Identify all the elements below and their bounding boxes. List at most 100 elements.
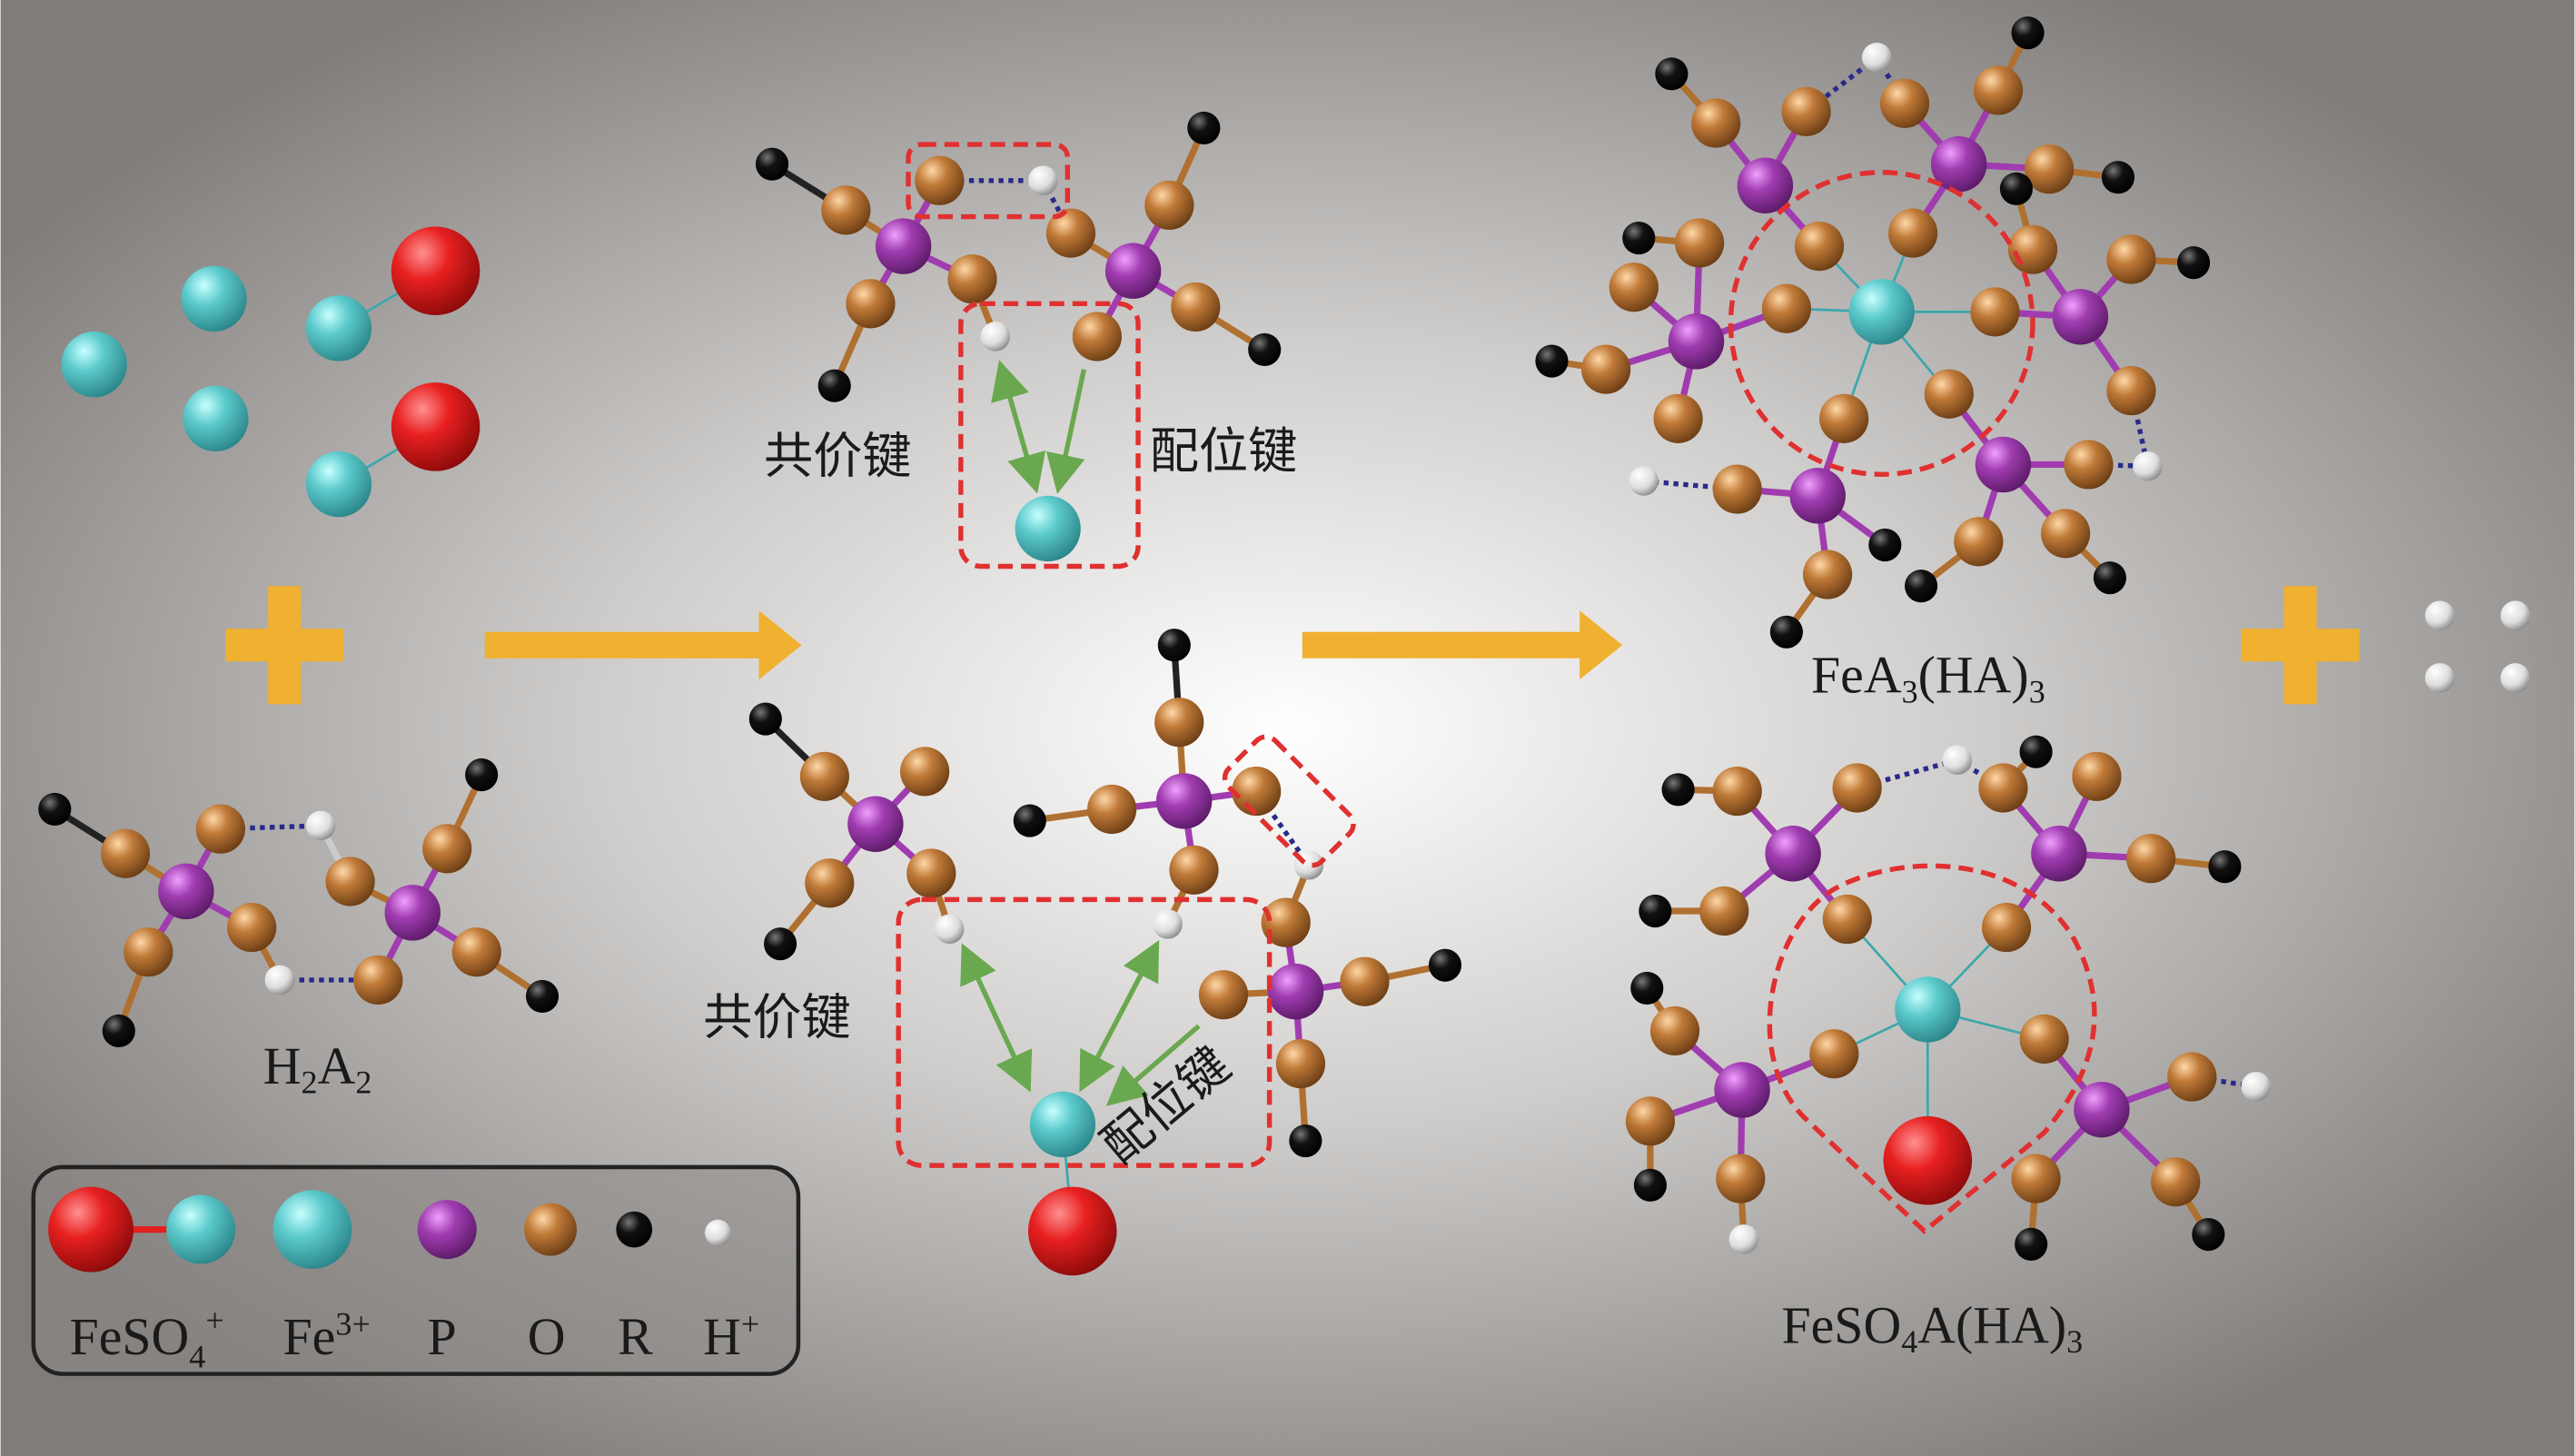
- atom-o-icon: [1625, 1096, 1676, 1146]
- atom-o-icon: [1781, 86, 1831, 136]
- atom-r-icon: [755, 147, 789, 181]
- atom-fe-icon: [1848, 279, 1915, 345]
- atom-o-icon: [1144, 180, 1194, 231]
- highlight-boxes: [896, 142, 2097, 1235]
- atom-r-icon: [2208, 850, 2242, 884]
- atom-o-icon: [899, 747, 950, 797]
- atom-o-icon: [2024, 144, 2075, 194]
- plus-icon-right: [2241, 586, 2360, 705]
- atom-r-icon: [1535, 344, 1569, 378]
- atom-p-icon: [875, 218, 932, 274]
- atom-r-icon: [2093, 561, 2126, 595]
- atom-h-icon: [1862, 42, 1892, 73]
- atom-fe-icon: [1895, 976, 1961, 1043]
- atom-fe-icon: [1015, 495, 1081, 562]
- atom-p-icon: [2074, 1081, 2130, 1138]
- atom-o-icon: [1981, 902, 2032, 953]
- atom-h-icon: [2501, 663, 2530, 693]
- atom-r-icon: [1187, 111, 1221, 145]
- atom-r-icon: [817, 369, 851, 402]
- atom-p-icon: [1267, 963, 1324, 1020]
- plus-icon-left: [225, 586, 344, 705]
- atom-o-icon: [1832, 763, 1882, 813]
- legend-p-label: P: [428, 1307, 457, 1366]
- atom-o-icon: [1699, 886, 1749, 936]
- atom-o-icon: [1794, 221, 1845, 272]
- atom-o-icon: [1609, 262, 1659, 312]
- atom-o-icon: [1970, 287, 2020, 337]
- atom-r-icon: [2177, 246, 2211, 280]
- atom-r-icon: [1769, 615, 1803, 649]
- atom-h-icon: [2424, 600, 2455, 630]
- atom-o-icon: [1087, 784, 1137, 835]
- atom-r-icon: [38, 792, 72, 827]
- atom-p-icon: [1104, 243, 1162, 299]
- reaction-arrow-2: [1302, 610, 1623, 680]
- atom-r-icon: [748, 702, 782, 736]
- atom-o-icon: [947, 254, 997, 304]
- atom-r-icon: [1157, 629, 1191, 662]
- atom-o-icon: [1045, 208, 1096, 258]
- legend: FeSO4+ Fe3+ P O R H+: [31, 1164, 801, 1376]
- fea3-ha3-label: FeA3(HA)3: [1811, 646, 2045, 710]
- bond-arrows: [960, 360, 1201, 1106]
- atom-r-icon: [1639, 894, 1672, 928]
- legend-feso4-icon: [48, 1186, 134, 1273]
- atom-p-icon: [1714, 1062, 1770, 1118]
- hbond-highlight-top: [906, 142, 1071, 220]
- atom-p-icon: [2052, 289, 2109, 345]
- atom-r-icon: [525, 979, 560, 1014]
- atom-h-icon: [2501, 600, 2530, 630]
- atom-r-icon: [1661, 773, 1695, 807]
- atom-o-icon: [1809, 1029, 1859, 1079]
- atom-h-icon: [305, 810, 336, 841]
- atom-fe-icon: [183, 385, 249, 451]
- legend-h-icon: [704, 1219, 731, 1246]
- atom-o-icon: [2072, 751, 2122, 801]
- atom-o-icon: [2125, 834, 2176, 884]
- atom-o-icon: [1887, 208, 1938, 258]
- atom-o-icon: [805, 858, 855, 908]
- atom-r-icon: [1622, 221, 1656, 255]
- atom-o-icon: [1275, 1038, 1326, 1089]
- atom-h-icon: [2424, 663, 2455, 693]
- atom-so4-icon: [391, 382, 480, 471]
- atom-r-icon: [1248, 332, 1282, 367]
- h2a2-label: H2A2: [263, 1036, 372, 1101]
- legend-fe3-icon: [272, 1190, 352, 1269]
- atom-p-icon: [1737, 157, 1794, 213]
- atom-o-icon: [1653, 393, 1703, 443]
- atom-o-icon: [821, 185, 871, 235]
- atom-o-icon: [1580, 344, 1631, 394]
- atom-so4-icon: [1027, 1186, 1117, 1276]
- atom-o-icon: [1978, 763, 2028, 813]
- atom-o-icon: [1819, 393, 1869, 443]
- atom-so4-icon: [391, 226, 480, 315]
- atom-r-icon: [1868, 528, 1902, 562]
- atom-o-icon: [1171, 282, 1221, 332]
- atom-p-icon: [1765, 826, 1821, 882]
- atoms: [38, 16, 2530, 1276]
- bond-highlight-top: [958, 301, 1141, 570]
- legend-p-icon: [417, 1200, 477, 1260]
- atom-o-icon: [451, 927, 501, 977]
- atom-o-icon: [1169, 845, 1219, 895]
- atom-o-icon: [2106, 234, 2156, 284]
- atom-r-icon: [2192, 1217, 2225, 1252]
- atom-r-icon: [1999, 172, 2033, 205]
- atom-h-icon: [2133, 451, 2163, 481]
- atom-o-icon: [1154, 698, 1204, 748]
- atom-r-icon: [1013, 804, 1046, 837]
- atom-o-icon: [906, 848, 956, 898]
- atom-h-icon: [1942, 745, 1973, 776]
- atom-o-icon: [846, 279, 896, 329]
- atom-r-icon: [2101, 161, 2135, 194]
- coordinate-bond-label-top: 配位键: [1150, 422, 1298, 480]
- atom-p-icon: [158, 863, 214, 920]
- atom-fe-icon: [305, 295, 372, 362]
- atom-p-icon: [1155, 773, 1213, 829]
- hbond-highlight-bottom: [1222, 734, 1356, 868]
- atom-o-icon: [353, 955, 403, 1005]
- atom-p-icon: [2031, 826, 2087, 882]
